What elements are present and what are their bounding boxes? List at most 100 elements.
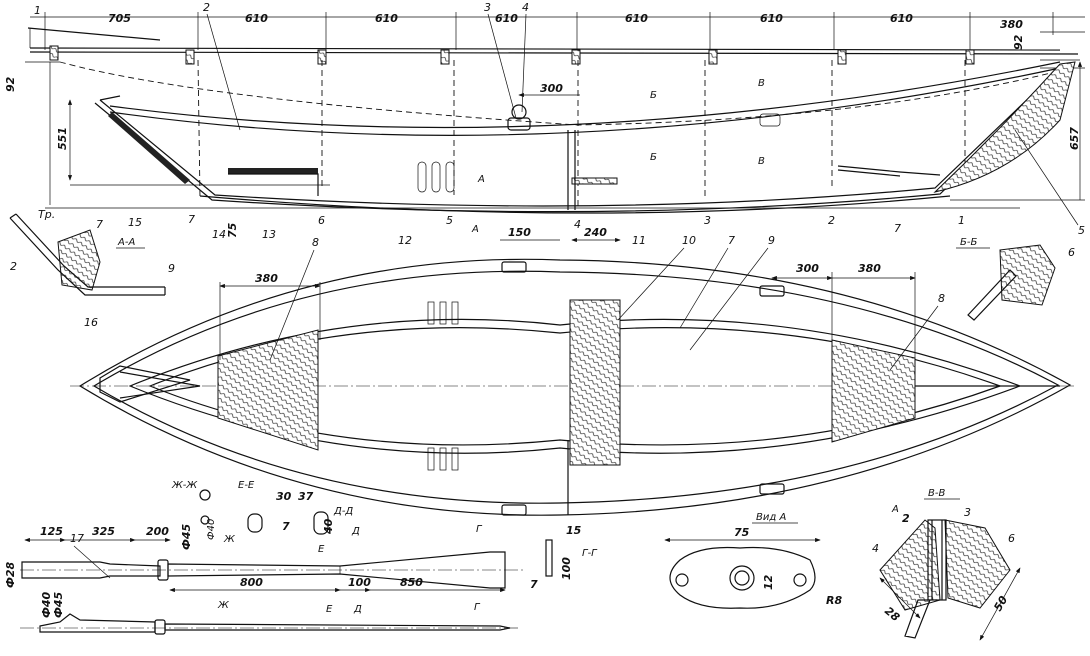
label-aa: А-А [117, 237, 135, 248]
cut-d: Д [353, 604, 362, 615]
callout-plan-8-right: 8 [938, 292, 945, 305]
dim-300-side: 300 [540, 82, 563, 95]
dim-plan-240: 240 [584, 226, 607, 239]
dim-551: 551 [56, 127, 69, 150]
cut-a-vv: А [891, 504, 899, 515]
cut-B-2: Б [650, 152, 657, 163]
cut-A-1: А [477, 174, 485, 185]
callout-plan-7: 7 [728, 234, 735, 247]
dim-sec-40: 40 [322, 518, 335, 535]
callout-vv-6: 6 [1008, 532, 1015, 545]
callout-4-bottom: 4 [574, 218, 581, 231]
callout-12: 12 [398, 234, 412, 247]
callout-plan-9: 9 [768, 234, 775, 247]
label-bb: Б-Б [960, 237, 977, 248]
cut-e: Е [326, 604, 333, 615]
dim-oar-phi45: Ф45 [180, 523, 193, 550]
dim-75-side: 75 [226, 222, 239, 238]
cut-A-2: А [471, 224, 479, 235]
dim-92-right: 92 [1012, 34, 1025, 50]
callout-1-bottom: 1 [958, 214, 965, 227]
callout-plan-8-left: 8 [312, 236, 319, 249]
callout-4: 4 [522, 1, 529, 14]
dim-oar-phi40: Ф40 [40, 591, 53, 618]
label-tr: Тр. [38, 208, 55, 221]
cut-g: Г [474, 602, 481, 613]
callout-7-right: 7 [894, 222, 901, 235]
dim-vv-28: 28 [882, 604, 902, 624]
callout-6: 6 [318, 214, 325, 227]
dim-sec-30: 30 [276, 490, 292, 503]
callout-aa-7: 7 [96, 218, 103, 231]
cut-V-1: В [758, 78, 765, 89]
label-view-a: Вид А [756, 512, 786, 523]
oar-drawing: 125 325 200 Ф45 800 100 850 Ф28 Ф40 Ф45 … [4, 523, 525, 635]
callout-15: 15 [128, 216, 142, 229]
cut-B-1: Б [650, 90, 657, 101]
dim-610-d: 610 [625, 12, 648, 25]
callout-5: 5 [446, 214, 453, 227]
dim-oar-100: 100 [348, 576, 371, 589]
section-b-b: Б-Б 6 [956, 237, 1075, 321]
callout-aa-9: 9 [168, 262, 175, 275]
label-vv: В-В [928, 488, 945, 499]
dim-610-e: 610 [760, 12, 783, 25]
dim-oar-800: 800 [240, 576, 263, 589]
callout-11: 11 [632, 234, 646, 247]
dim-plan-300: 300 [796, 262, 819, 275]
side-view: 705 610 610 610 610 610 610 380 92 551 3… [4, 1, 1085, 247]
dim-sec-7: 7 [282, 520, 290, 533]
dim-657: 657 [1068, 127, 1081, 150]
section-a-a: А-А 2 7 16 9 [9, 213, 175, 329]
callout-oar-17: 17 [70, 532, 84, 545]
section-v-v: В-В 3 4 6 2 28 50 А [872, 488, 1021, 641]
callout-3: 3 [484, 1, 491, 14]
dim-sec-phi40: Ф40 [206, 519, 217, 540]
cut-d-top: Д [351, 526, 360, 537]
dim-plan-380-right: 380 [858, 262, 881, 275]
dim-view-a-75: 75 [734, 526, 750, 539]
dim-sec-37: 37 [298, 490, 314, 503]
dim-gg-100: 100 [560, 557, 573, 580]
dim-oar-325: 325 [92, 525, 115, 538]
callout-7-left: 7 [188, 213, 195, 226]
dim-610-a: 610 [245, 12, 268, 25]
dim-plan-150: 150 [508, 226, 531, 239]
oar-sections: Ж-Ж Е-Е Ф40 30 37 Д-Д 7 40 15 Г-Г 100 7 [171, 480, 598, 591]
callout-vv-3: 3 [964, 506, 971, 519]
callout-14: 14 [212, 228, 226, 241]
cut-V-2: В [758, 156, 765, 167]
cut-zh-top: Ж [223, 534, 236, 545]
label-gg: Г-Г [582, 548, 598, 559]
callout-bb-6: 6 [1068, 246, 1075, 259]
cut-zh: Ж [217, 600, 230, 611]
callout-5-right: 5 [1078, 224, 1085, 237]
callout-2: 2 [203, 1, 210, 14]
cut-e-top: Е [318, 544, 325, 555]
dim-610-c: 610 [495, 12, 518, 25]
cut-g-top: Г [476, 524, 483, 535]
dim-610-f: 610 [890, 12, 913, 25]
dim-610-b: 610 [375, 12, 398, 25]
dim-705: 705 [108, 12, 131, 25]
dim-plan-380-left: 380 [255, 272, 278, 285]
dim-92-left: 92 [4, 76, 17, 92]
dim-view-a-r8: R8 [826, 594, 842, 607]
dim-gg-7: 7 [530, 578, 538, 591]
dim-oar-phi45-b: Ф45 [52, 591, 65, 618]
callout-1: 1 [34, 4, 41, 17]
callout-aa-2: 2 [10, 260, 17, 273]
dim-vv-2: 2 [902, 512, 910, 525]
dim-oar-phi28: Ф28 [4, 561, 17, 588]
plan-view: 380 150 240 300 380 8 10 7 9 8 [70, 226, 1075, 516]
dim-oar-125: 125 [40, 525, 63, 538]
dim-vv-50: 50 [991, 593, 1010, 613]
dim-view-a-12: 12 [762, 574, 775, 590]
callout-plan-10: 10 [682, 234, 696, 247]
dim-oar-850: 850 [400, 576, 423, 589]
callout-2-bottom: 2 [828, 214, 835, 227]
callout-3-bottom: 3 [704, 214, 711, 227]
dim-gg-15: 15 [566, 524, 582, 537]
